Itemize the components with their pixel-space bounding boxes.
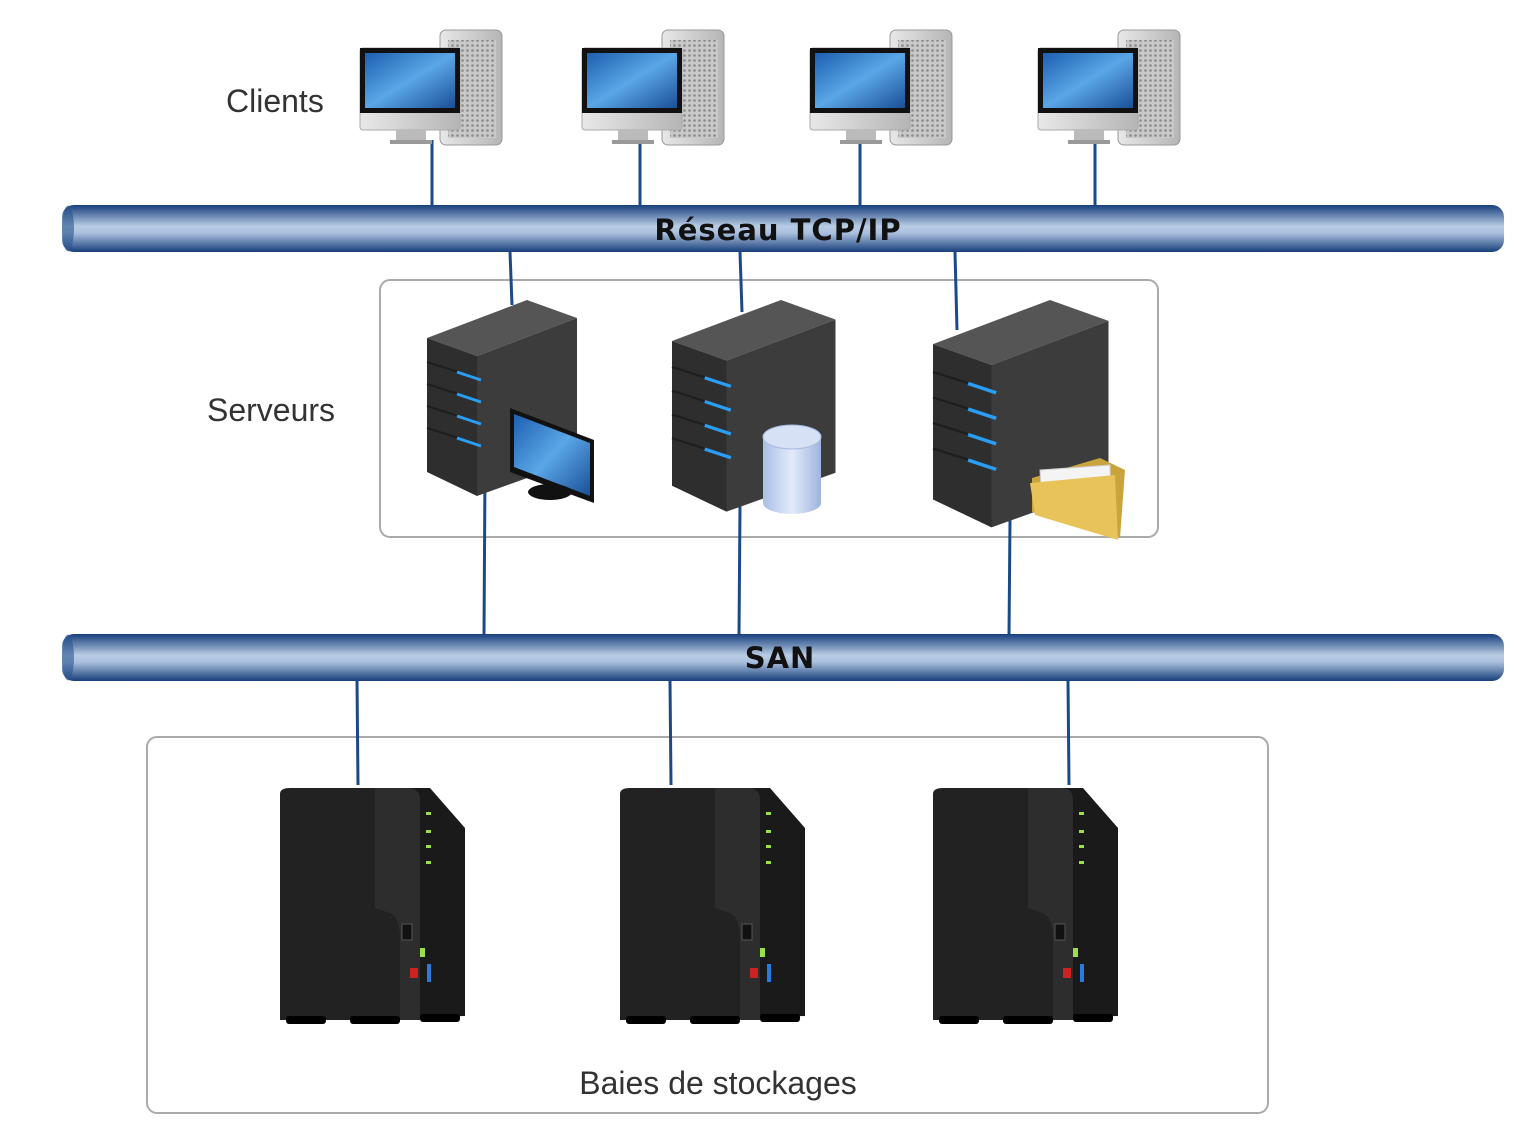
client-cables <box>430 140 1097 207</box>
storage-array-2 <box>619 787 806 1025</box>
client-workstation-1 <box>359 29 503 146</box>
servers-group-box <box>379 279 1159 538</box>
lan-label: Réseau TCP/IP <box>654 213 901 247</box>
folder-icon <box>1030 458 1125 540</box>
storage-array-1 <box>279 787 466 1025</box>
client-workstation-2 <box>581 29 725 146</box>
servers-label: Serveurs <box>207 392 335 428</box>
lan-network-pipe: Réseau TCP/IP <box>62 205 1504 252</box>
client-workstation-3 <box>809 29 953 146</box>
client-workstation-4 <box>1037 29 1181 146</box>
clients-label: Clients <box>226 83 324 119</box>
database-icon <box>762 424 822 514</box>
san-storage-cables <box>355 680 1071 786</box>
san-label: SAN <box>745 641 816 675</box>
monitor-icon <box>510 408 594 503</box>
san-network-pipe: SAN <box>62 634 1504 681</box>
storage-array-3 <box>932 787 1119 1025</box>
storage-label: Baies de stockages <box>579 1065 857 1101</box>
server-san-cables <box>482 469 1012 637</box>
storage-group-box <box>146 736 1269 1114</box>
lan-server-cables <box>508 251 959 331</box>
